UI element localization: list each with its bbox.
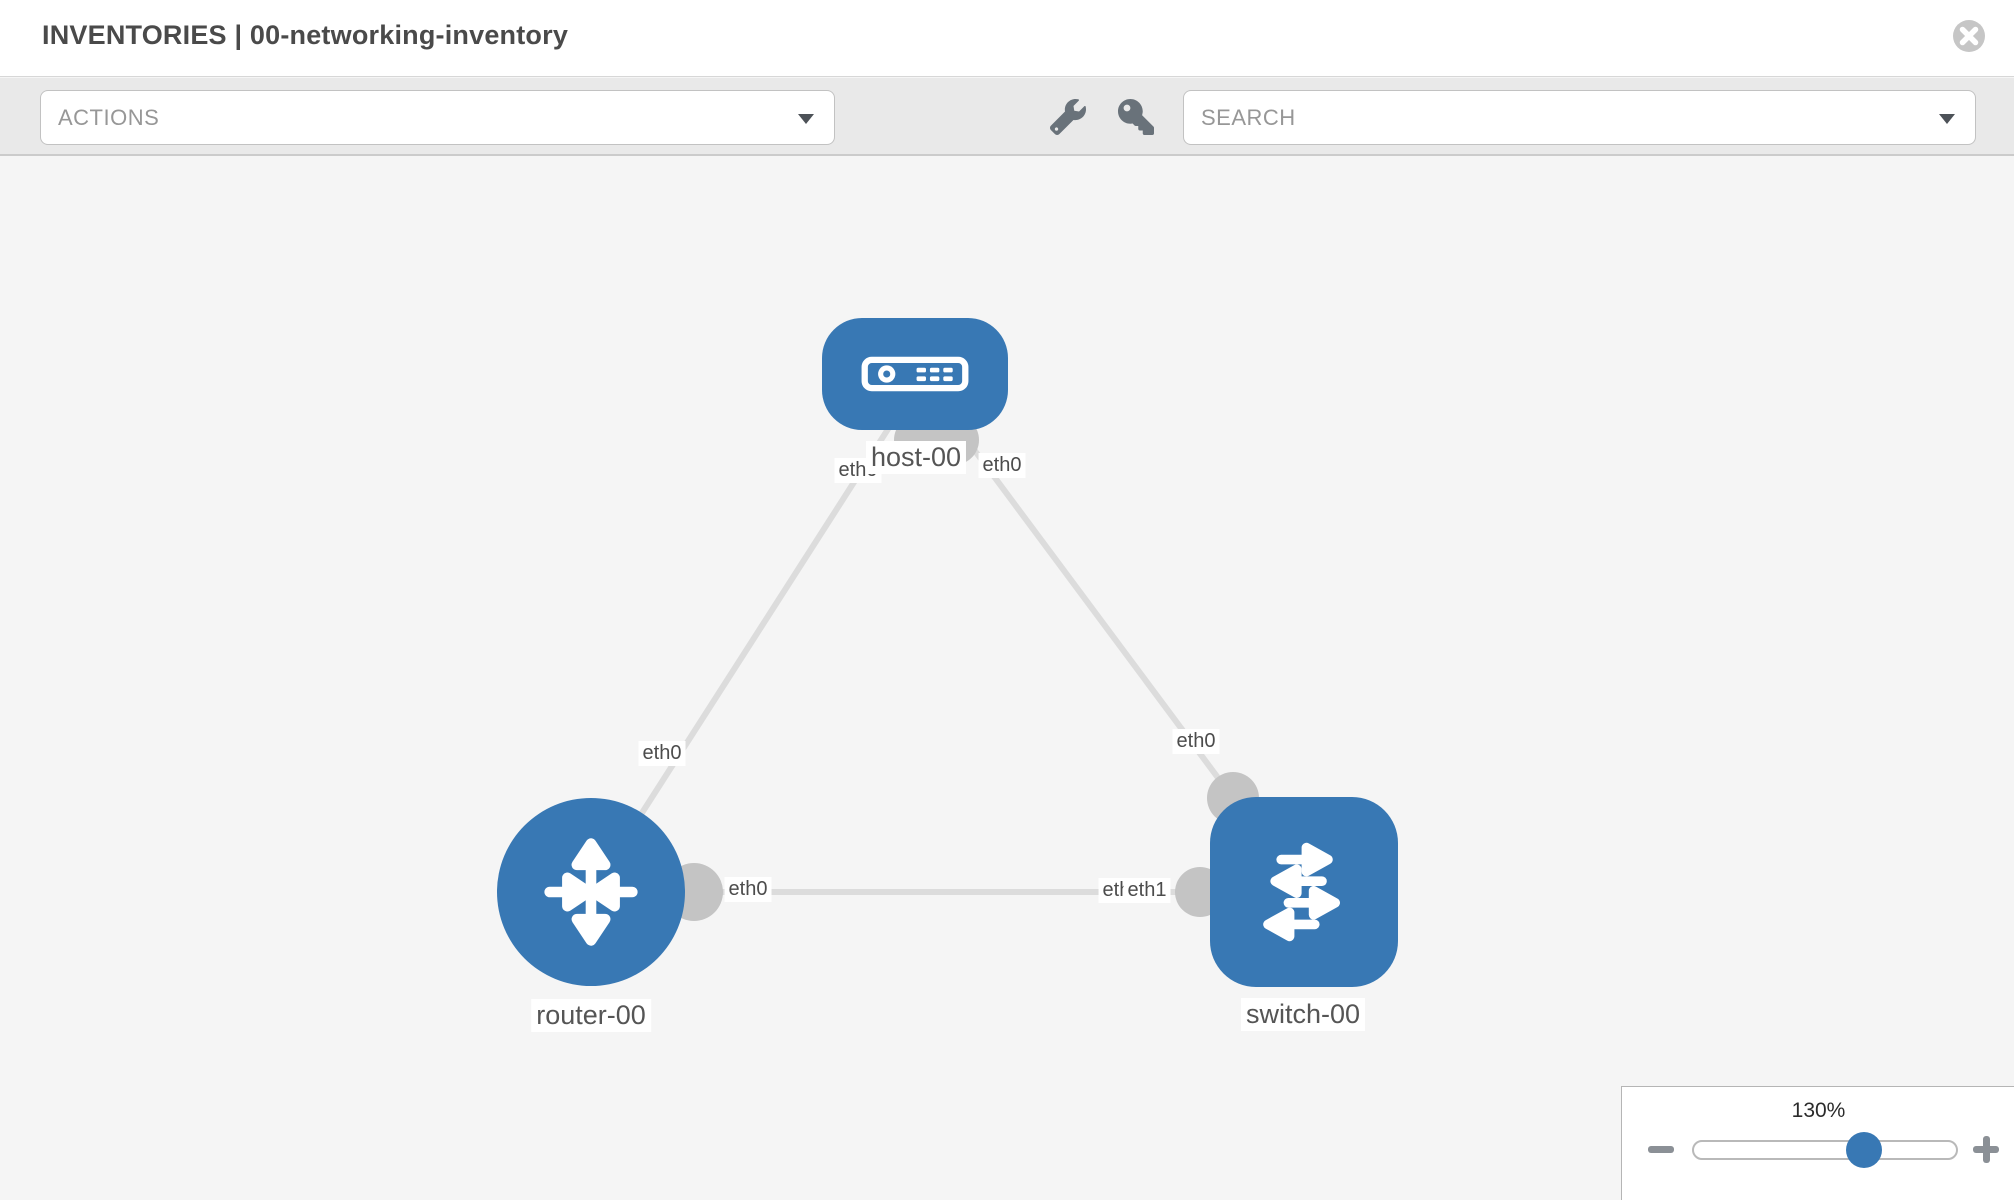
if-label-host-right: eth0	[978, 453, 1026, 478]
zoom-in-button[interactable]	[1972, 1129, 2000, 1169]
node-label-router: router-00	[531, 999, 651, 1032]
key-icon[interactable]	[1118, 99, 1154, 135]
chevron-down-icon	[1939, 114, 1955, 124]
search-dropdown[interactable]: SEARCH	[1183, 90, 1976, 145]
if-label-switch-top: eth0	[1172, 729, 1220, 754]
node-label-host: host-00	[865, 441, 967, 474]
chevron-down-icon	[798, 114, 814, 124]
toolbar: ACTIONS SEARCH	[0, 78, 2014, 156]
node-switch[interactable]	[1210, 797, 1398, 987]
if-label-switch-left-front: eth1	[1123, 878, 1171, 903]
router-icon	[544, 838, 638, 946]
actions-dropdown[interactable]: ACTIONS	[40, 90, 835, 145]
actions-dropdown-label: ACTIONS	[58, 105, 160, 130]
close-icon[interactable]	[1952, 19, 1986, 53]
zoom-out-button[interactable]	[1647, 1129, 1675, 1169]
zoom-level: 130%	[1791, 1099, 1846, 1122]
host-icon	[861, 356, 969, 392]
page-title: INVENTORIES | 00-networking-inventory	[42, 20, 569, 50]
node-host[interactable]	[822, 318, 1008, 430]
search-placeholder: SEARCH	[1201, 105, 1296, 130]
topology-canvas[interactable]: host-00 router-00 switch-00 eth0 eth0 et…	[0, 158, 2014, 1200]
switch-icon	[1263, 842, 1340, 942]
if-label-router-host: eth0	[638, 741, 686, 766]
zoom-control-panel: 130%	[1621, 1086, 2014, 1200]
wrench-icon[interactable]	[1049, 99, 1086, 136]
topology-edges	[587, 415, 1259, 921]
if-label-router-right: eth0	[724, 877, 772, 902]
node-label-switch: switch-00	[1240, 998, 1366, 1031]
node-router[interactable]	[497, 798, 685, 986]
zoom-row	[1622, 1129, 2014, 1169]
zoom-slider[interactable]	[1692, 1132, 1958, 1168]
zoom-slider-handle[interactable]	[1846, 1132, 1882, 1168]
header: INVENTORIES | 00-networking-inventory	[0, 0, 2014, 77]
